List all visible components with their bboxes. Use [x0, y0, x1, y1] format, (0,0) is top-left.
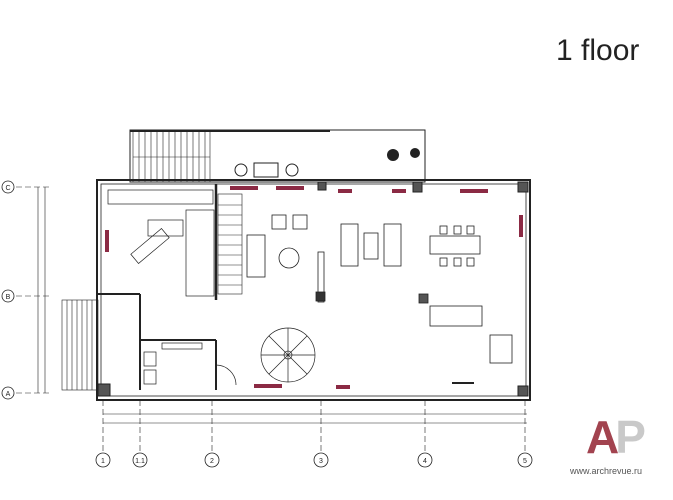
- sofa: [340, 223, 359, 267]
- window-markers: [105, 186, 523, 389]
- dining-table: [429, 235, 481, 255]
- axis-label: A: [6, 391, 11, 398]
- axis-marker-a: [1, 386, 15, 400]
- living-furniture: [246, 214, 513, 384]
- terrace-chair: [285, 163, 299, 177]
- spiral-staircase: [260, 327, 316, 383]
- terrace-sofa: [253, 162, 279, 178]
- staircase: [217, 193, 243, 295]
- logo-letter-p: P: [615, 411, 646, 463]
- kitchen: [107, 189, 215, 297]
- axis-label: 3: [319, 458, 323, 465]
- sofa: [429, 305, 483, 327]
- axis-label: 5: [523, 458, 527, 465]
- sofa: [246, 234, 266, 278]
- logo-letter-a: A: [586, 411, 619, 463]
- axis-marker-1: [95, 452, 111, 468]
- axis-marker-5: [517, 452, 533, 468]
- axis-label: C: [5, 185, 10, 192]
- axis-label: 2: [210, 458, 214, 465]
- sofa: [383, 223, 402, 267]
- floor-title: 1 floor: [556, 34, 640, 67]
- bathroom: [143, 342, 237, 386]
- axis-marker-b: [1, 289, 15, 303]
- grid-axes: [16, 186, 526, 452]
- watermark-logo: AP: [586, 411, 646, 463]
- entrance-stairs: [61, 299, 99, 391]
- axis-label: 1: [101, 458, 105, 465]
- axis-label: B: [6, 294, 11, 301]
- axis-label: 4: [423, 458, 427, 465]
- terrace: [129, 129, 426, 183]
- axis-label: 1.1: [135, 458, 145, 465]
- axis-marker-2: [204, 452, 220, 468]
- dimension-lines: [37, 187, 527, 424]
- axis-marker-1-1: [132, 452, 148, 468]
- terrace-chair: [234, 163, 248, 177]
- terrace-stairs: [132, 132, 211, 182]
- axis-marker-c: [1, 180, 15, 194]
- axis-marker-4: [417, 452, 433, 468]
- building-walls: [96, 179, 531, 401]
- watermark-site: www.archrevue.ru: [570, 466, 643, 476]
- kitchen-table: [130, 228, 170, 264]
- plant-icon: [387, 148, 420, 161]
- axis-marker-3: [313, 452, 329, 468]
